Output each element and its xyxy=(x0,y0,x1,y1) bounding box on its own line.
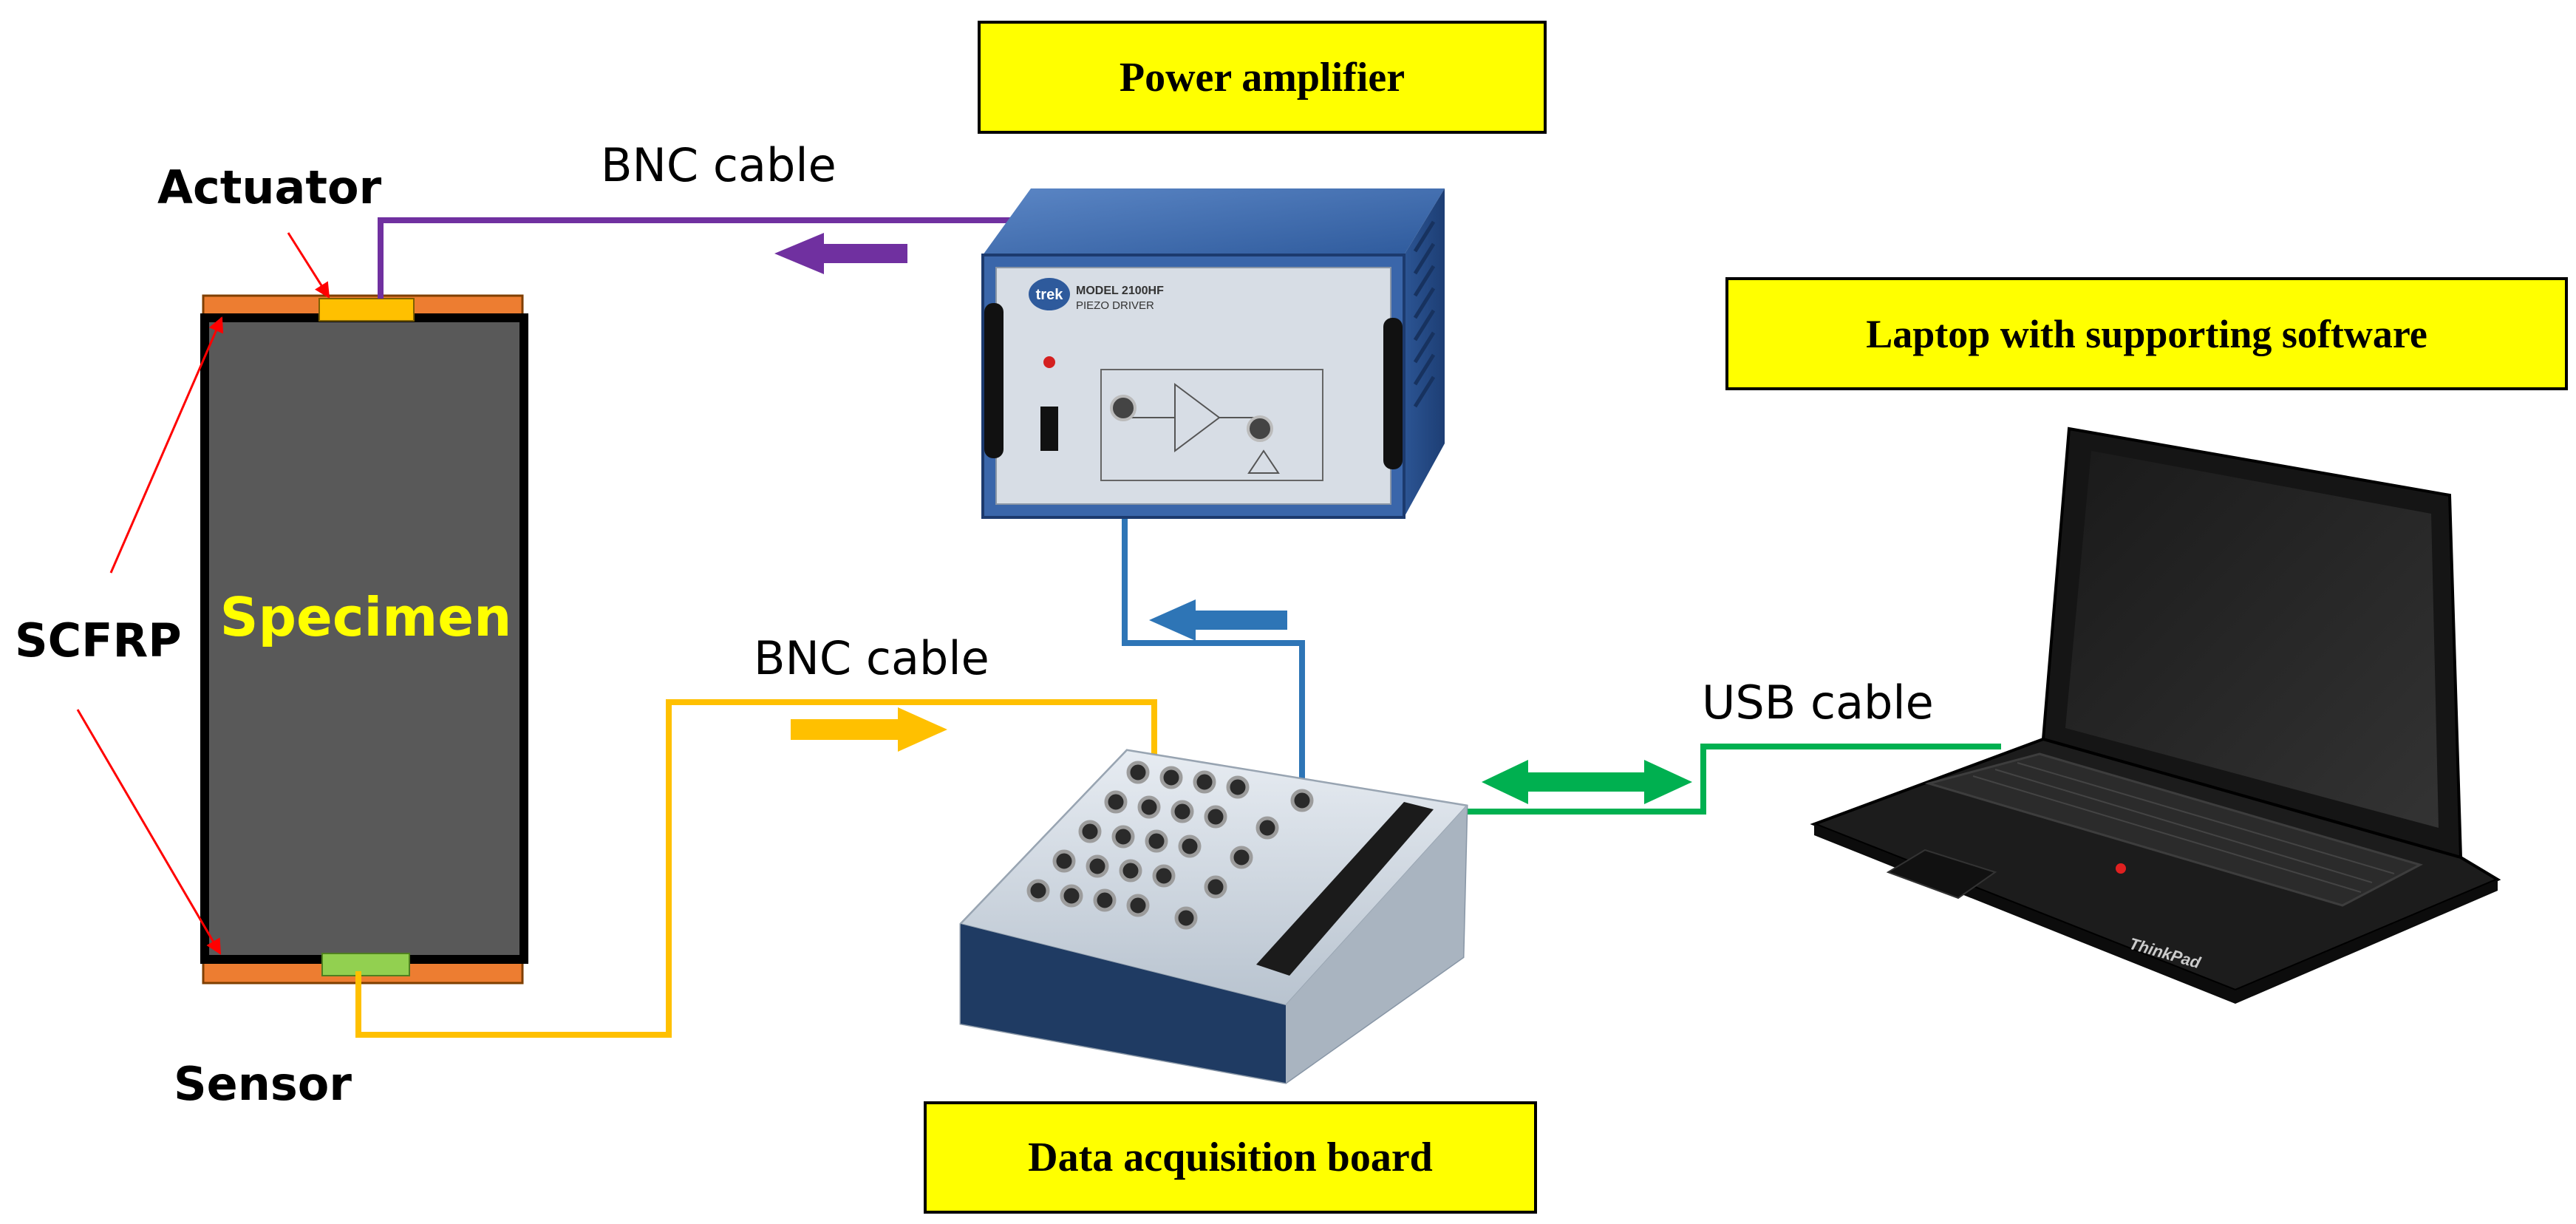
daq-bnc-connectors xyxy=(1026,761,1314,930)
amp-handle-right xyxy=(1383,318,1403,469)
green-bidirectional-arrow xyxy=(1482,760,1692,804)
sensor-label: Sensor xyxy=(174,1057,352,1111)
amp-sub-text: PIEZO DRIVER xyxy=(1076,299,1154,312)
laptop-device: ThinkPad xyxy=(1810,426,2501,1004)
scfrp-top-pointer-arrow xyxy=(109,316,224,574)
amp-output-bnc xyxy=(1247,415,1273,442)
yellow-bnc-cable xyxy=(355,699,1157,1038)
scfrp-bottom-pointer-arrow xyxy=(76,709,222,955)
amp-logo xyxy=(1029,278,1070,310)
green-usb-cable xyxy=(1408,744,2001,815)
specimen-label: Specimen xyxy=(220,586,512,648)
blue-cable xyxy=(1122,430,1305,806)
laptop-keyboard xyxy=(1924,752,2423,907)
yellow-direction-arrow xyxy=(791,707,947,752)
daq-board-device xyxy=(959,749,1468,1084)
power-amplifier-label: Power amplifier xyxy=(978,21,1547,134)
actuator-label: Actuator xyxy=(157,160,382,214)
daq-board-label: Data acquisition board xyxy=(924,1101,1537,1214)
amp-power-led xyxy=(1043,356,1055,368)
laptop-screen xyxy=(2065,451,2439,828)
sensor-patch xyxy=(321,953,410,976)
daq-terminal-block xyxy=(1256,802,1434,976)
scfrp-label: SCFRP xyxy=(15,613,182,667)
amp-power-switch xyxy=(1040,407,1058,451)
amp-model-text: MODEL 2100HF xyxy=(1076,285,1164,297)
laptop-trackpoint xyxy=(2116,863,2126,874)
laptop-software-label: Laptop with supporting software xyxy=(1725,277,2568,390)
blue-direction-arrow xyxy=(1149,599,1287,641)
purple-direction-arrow xyxy=(774,233,907,274)
usb-cable-label: USB cable xyxy=(1702,676,1934,730)
actuator-patch xyxy=(318,298,415,322)
specimen-assembly: Specimen xyxy=(200,294,528,985)
amp-handle-left xyxy=(984,303,1004,458)
bnc-cable-bottom-label: BNC cable xyxy=(754,631,989,685)
bnc-cable-top-label: BNC cable xyxy=(601,138,836,192)
laptop-touchpad xyxy=(1886,849,1997,900)
pointer-arrows xyxy=(76,232,330,955)
amp-brand: trek xyxy=(1036,287,1064,303)
power-amplifier-device: trek MODEL 2100HF PIEZO DRIVER xyxy=(981,188,1445,519)
actuator-pointer-arrow xyxy=(287,232,330,299)
amp-input-bnc xyxy=(1110,395,1137,421)
